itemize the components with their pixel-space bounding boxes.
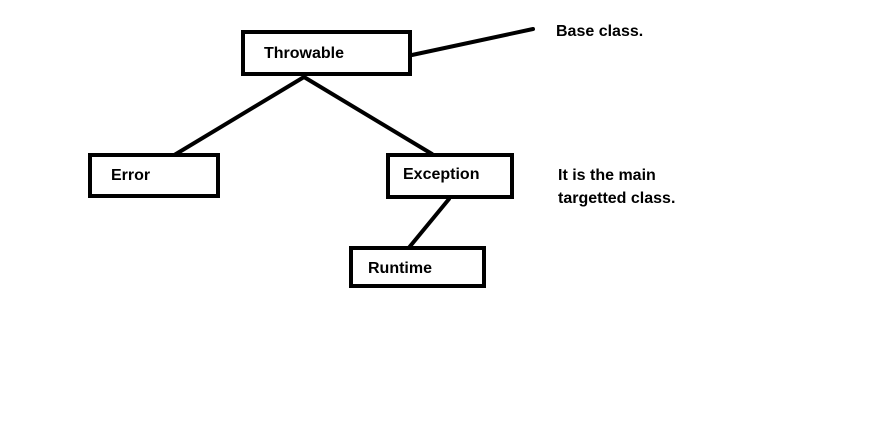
node-exception: Exception [386, 153, 514, 199]
node-throwable-label: Throwable [264, 45, 344, 62]
node-error-box [88, 153, 220, 198]
pointer-base-class [410, 27, 535, 57]
edge-exception-runtime [405, 197, 451, 252]
edge-throwable-exception [302, 75, 434, 156]
node-throwable-box [241, 30, 412, 76]
edge-throwable-error [169, 75, 306, 159]
node-runtime: Runtime [349, 246, 486, 288]
annotation-main-class-line2: targetted class. [558, 190, 675, 207]
node-error: Error [88, 153, 220, 198]
annotation-base-class: Base class. [556, 23, 643, 40]
annotation-main-class-line1: It is the main [558, 167, 656, 184]
node-throwable: Throwable [241, 30, 412, 76]
node-exception-label: Exception [403, 166, 479, 183]
node-runtime-label: Runtime [368, 260, 432, 277]
node-runtime-box [349, 246, 486, 288]
node-error-label: Error [111, 167, 150, 184]
node-exception-box [386, 153, 514, 199]
